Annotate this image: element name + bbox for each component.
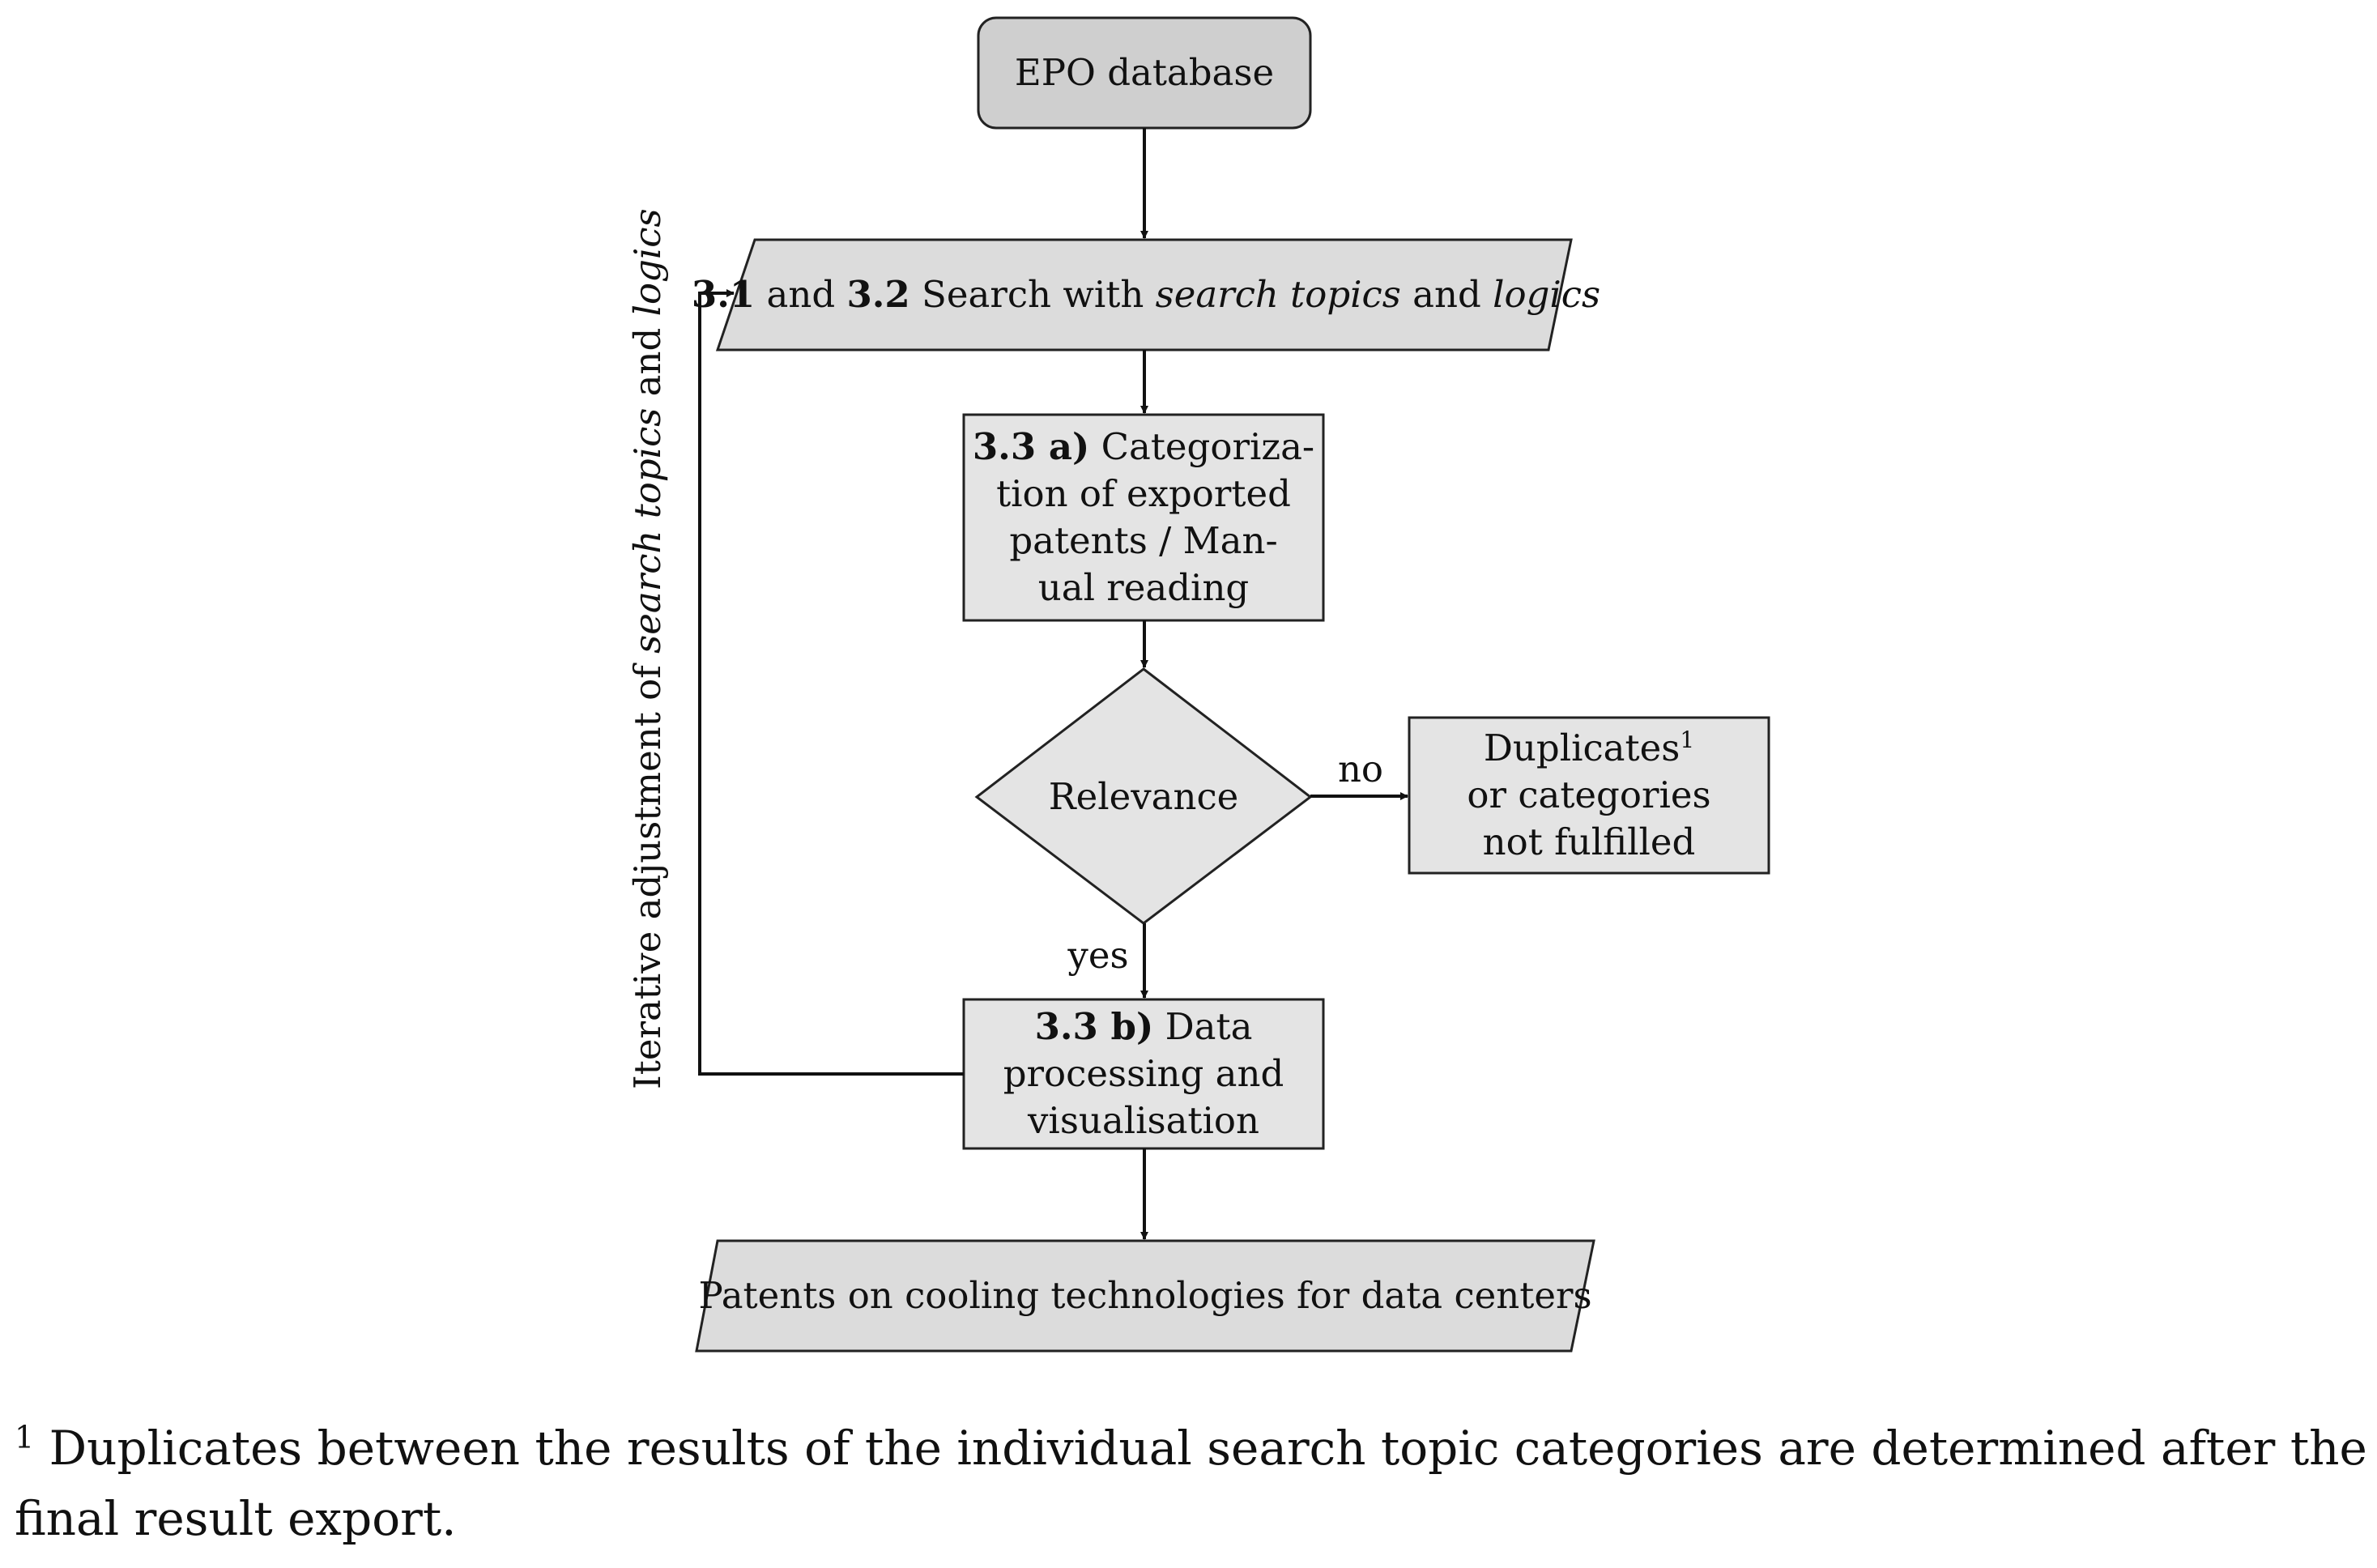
search-step-number-1: 3.1: [691, 273, 756, 316]
duplicates-node-shape: [1408, 716, 1770, 875]
footnote: 1 Duplicates between the results of the …: [15, 1413, 2367, 1554]
footnote-text: Duplicates between the results of the in…: [15, 1421, 2367, 1546]
duplicates-node-label: Duplicates1 or categories not fulfilled: [1467, 726, 1711, 863]
edge-label-no: no: [1337, 748, 1384, 790]
result-node-shape: [695, 1239, 1595, 1353]
relevance-node-label: Relevance: [1048, 775, 1239, 818]
result-node-label: Patents on cooling technologies for data…: [698, 1274, 1592, 1317]
epo-node-label: EPO database: [1014, 51, 1275, 94]
feedback-loop-label: Iterative adjustment of search topics an…: [626, 208, 669, 1089]
edge-label-yes: yes: [1067, 934, 1129, 977]
search-step-number-2: 3.2: [846, 273, 910, 316]
categorization-node-shape: [962, 413, 1325, 622]
processing-node-label: 3.3 b) Data processing and visualisation: [1003, 1005, 1284, 1142]
footnote-marker: 1: [1680, 726, 1695, 753]
categorization-node-label: 3.3 a) Categoriza- tion of exported pate…: [972, 425, 1315, 609]
search-node-shape: [715, 238, 1573, 352]
categorization-step-number: 3.3 a): [972, 425, 1090, 468]
processing-node-shape: [962, 998, 1325, 1150]
arrow-feedback-loop: [698, 289, 964, 1076]
search-node-label: 3.1 and 3.2 Search with search topics an…: [691, 273, 1601, 316]
footnote-number: 1: [15, 1419, 35, 1455]
processing-step-number: 3.3 b): [1034, 1005, 1154, 1048]
